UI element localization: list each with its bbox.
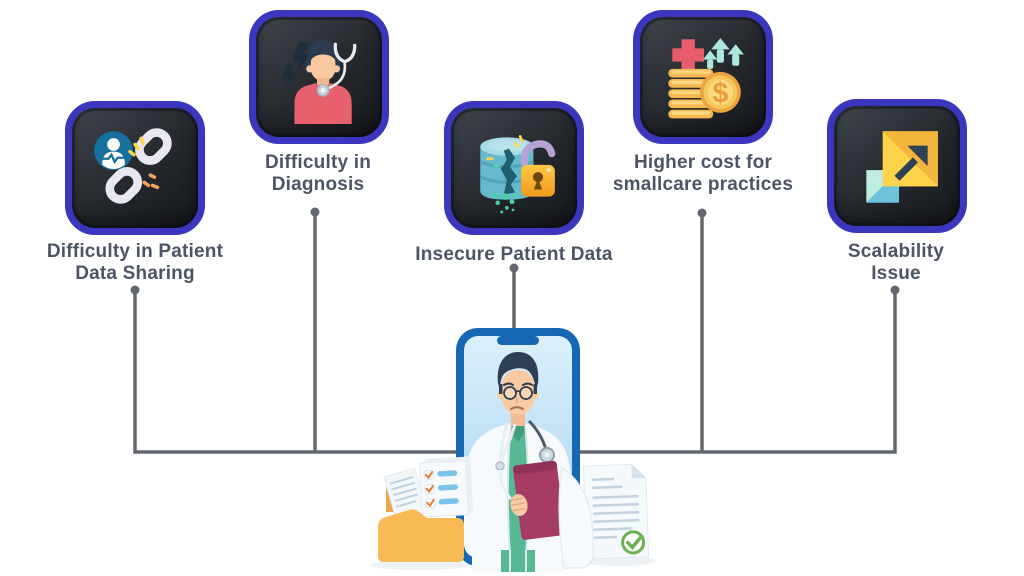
approved-document (582, 463, 650, 560)
connector-dot (509, 263, 519, 273)
label-line: Higher cost for (633, 152, 773, 173)
tile-difficulty-patient-data-sharing (65, 101, 205, 235)
patient-records-folder (378, 456, 474, 562)
dollar-symbol: $ (712, 78, 728, 110)
label-scalability-issue: Scalability Issue (776, 241, 1016, 285)
label-line: smallcare practices (612, 174, 794, 195)
doctor-hand (510, 494, 528, 516)
label-line: Diagnosis (271, 174, 365, 195)
label-line: Scalability (847, 241, 945, 262)
phone-notch (497, 336, 539, 345)
check-circle-icon (621, 530, 646, 555)
tile-insecure-patient-data (444, 101, 584, 235)
patient-pain-stethoscope-icon (282, 40, 357, 124)
connector-dot (697, 208, 707, 218)
tile-higher-cost-smallcare: $ (633, 10, 773, 144)
label-line: Issue (871, 263, 921, 284)
tile-scalability-issue (827, 99, 967, 233)
doctor-right-arm (558, 466, 595, 569)
checklist-papers (419, 456, 474, 518)
doctor (464, 352, 572, 558)
label-difficulty-patient-data-sharing: Difficulty in Patient Data Sharing (15, 241, 255, 285)
glasses-icon (503, 386, 517, 400)
cracked-database-lock-icon (479, 134, 556, 214)
expand-squares-arrow-icon (866, 131, 938, 203)
label-higher-cost-smallcare: Higher cost for smallcare practices (583, 152, 823, 196)
connector-dot (310, 207, 320, 217)
label-line: Difficulty in (264, 152, 372, 173)
doctor-telehealth-phone-illustration (370, 328, 656, 572)
label-difficulty-in-diagnosis: Difficulty in Diagnosis (198, 152, 438, 196)
connector-dot (890, 285, 900, 295)
tile-difficulty-in-diagnosis (249, 10, 389, 144)
label-insecure-patient-data: Insecure Patient Data (384, 244, 644, 266)
label-line: Insecure Patient Data (415, 244, 613, 265)
label-line: Data Sharing (75, 263, 195, 284)
label-line: Difficulty in Patient (46, 241, 224, 262)
clipboard-folder (513, 460, 566, 540)
coat-bottom (472, 550, 564, 572)
coins-medical-cost-icon: $ (668, 38, 744, 119)
folder-shadow (370, 560, 470, 570)
broken-chain-icon (94, 128, 172, 204)
connector-dot (130, 285, 140, 295)
